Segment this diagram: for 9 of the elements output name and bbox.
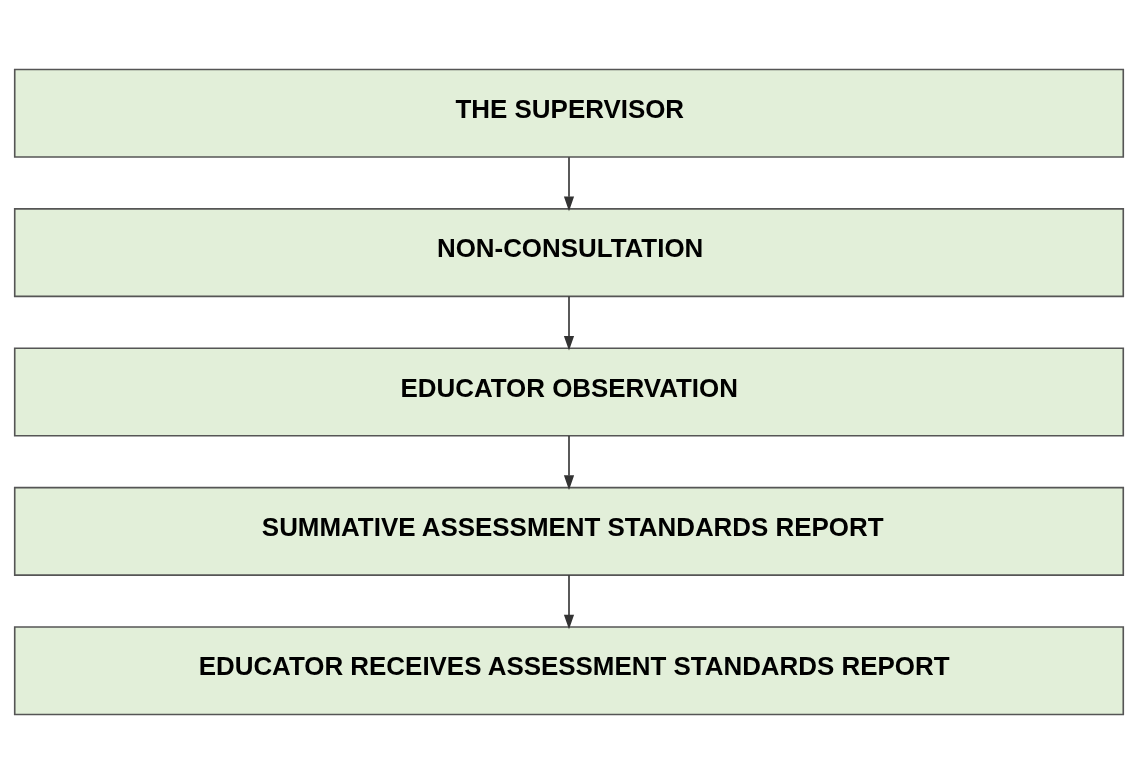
arrow	[563, 574, 575, 630]
arrow	[563, 435, 575, 490]
node-box: SUMMATIVE ASSESSMENT STANDARDS REPORT	[13, 486, 1125, 576]
node-box: EDUCATOR RECEIVES ASSESSMENT STANDARDS REPORT	[13, 626, 1125, 716]
node-box: THE SUPERVISOR	[13, 68, 1125, 158]
node-box: EDUCATOR OBSERVATION	[13, 347, 1125, 437]
arrow	[563, 156, 575, 212]
arrow	[563, 295, 575, 351]
node-box: NON-CONSULTATION	[13, 208, 1125, 298]
